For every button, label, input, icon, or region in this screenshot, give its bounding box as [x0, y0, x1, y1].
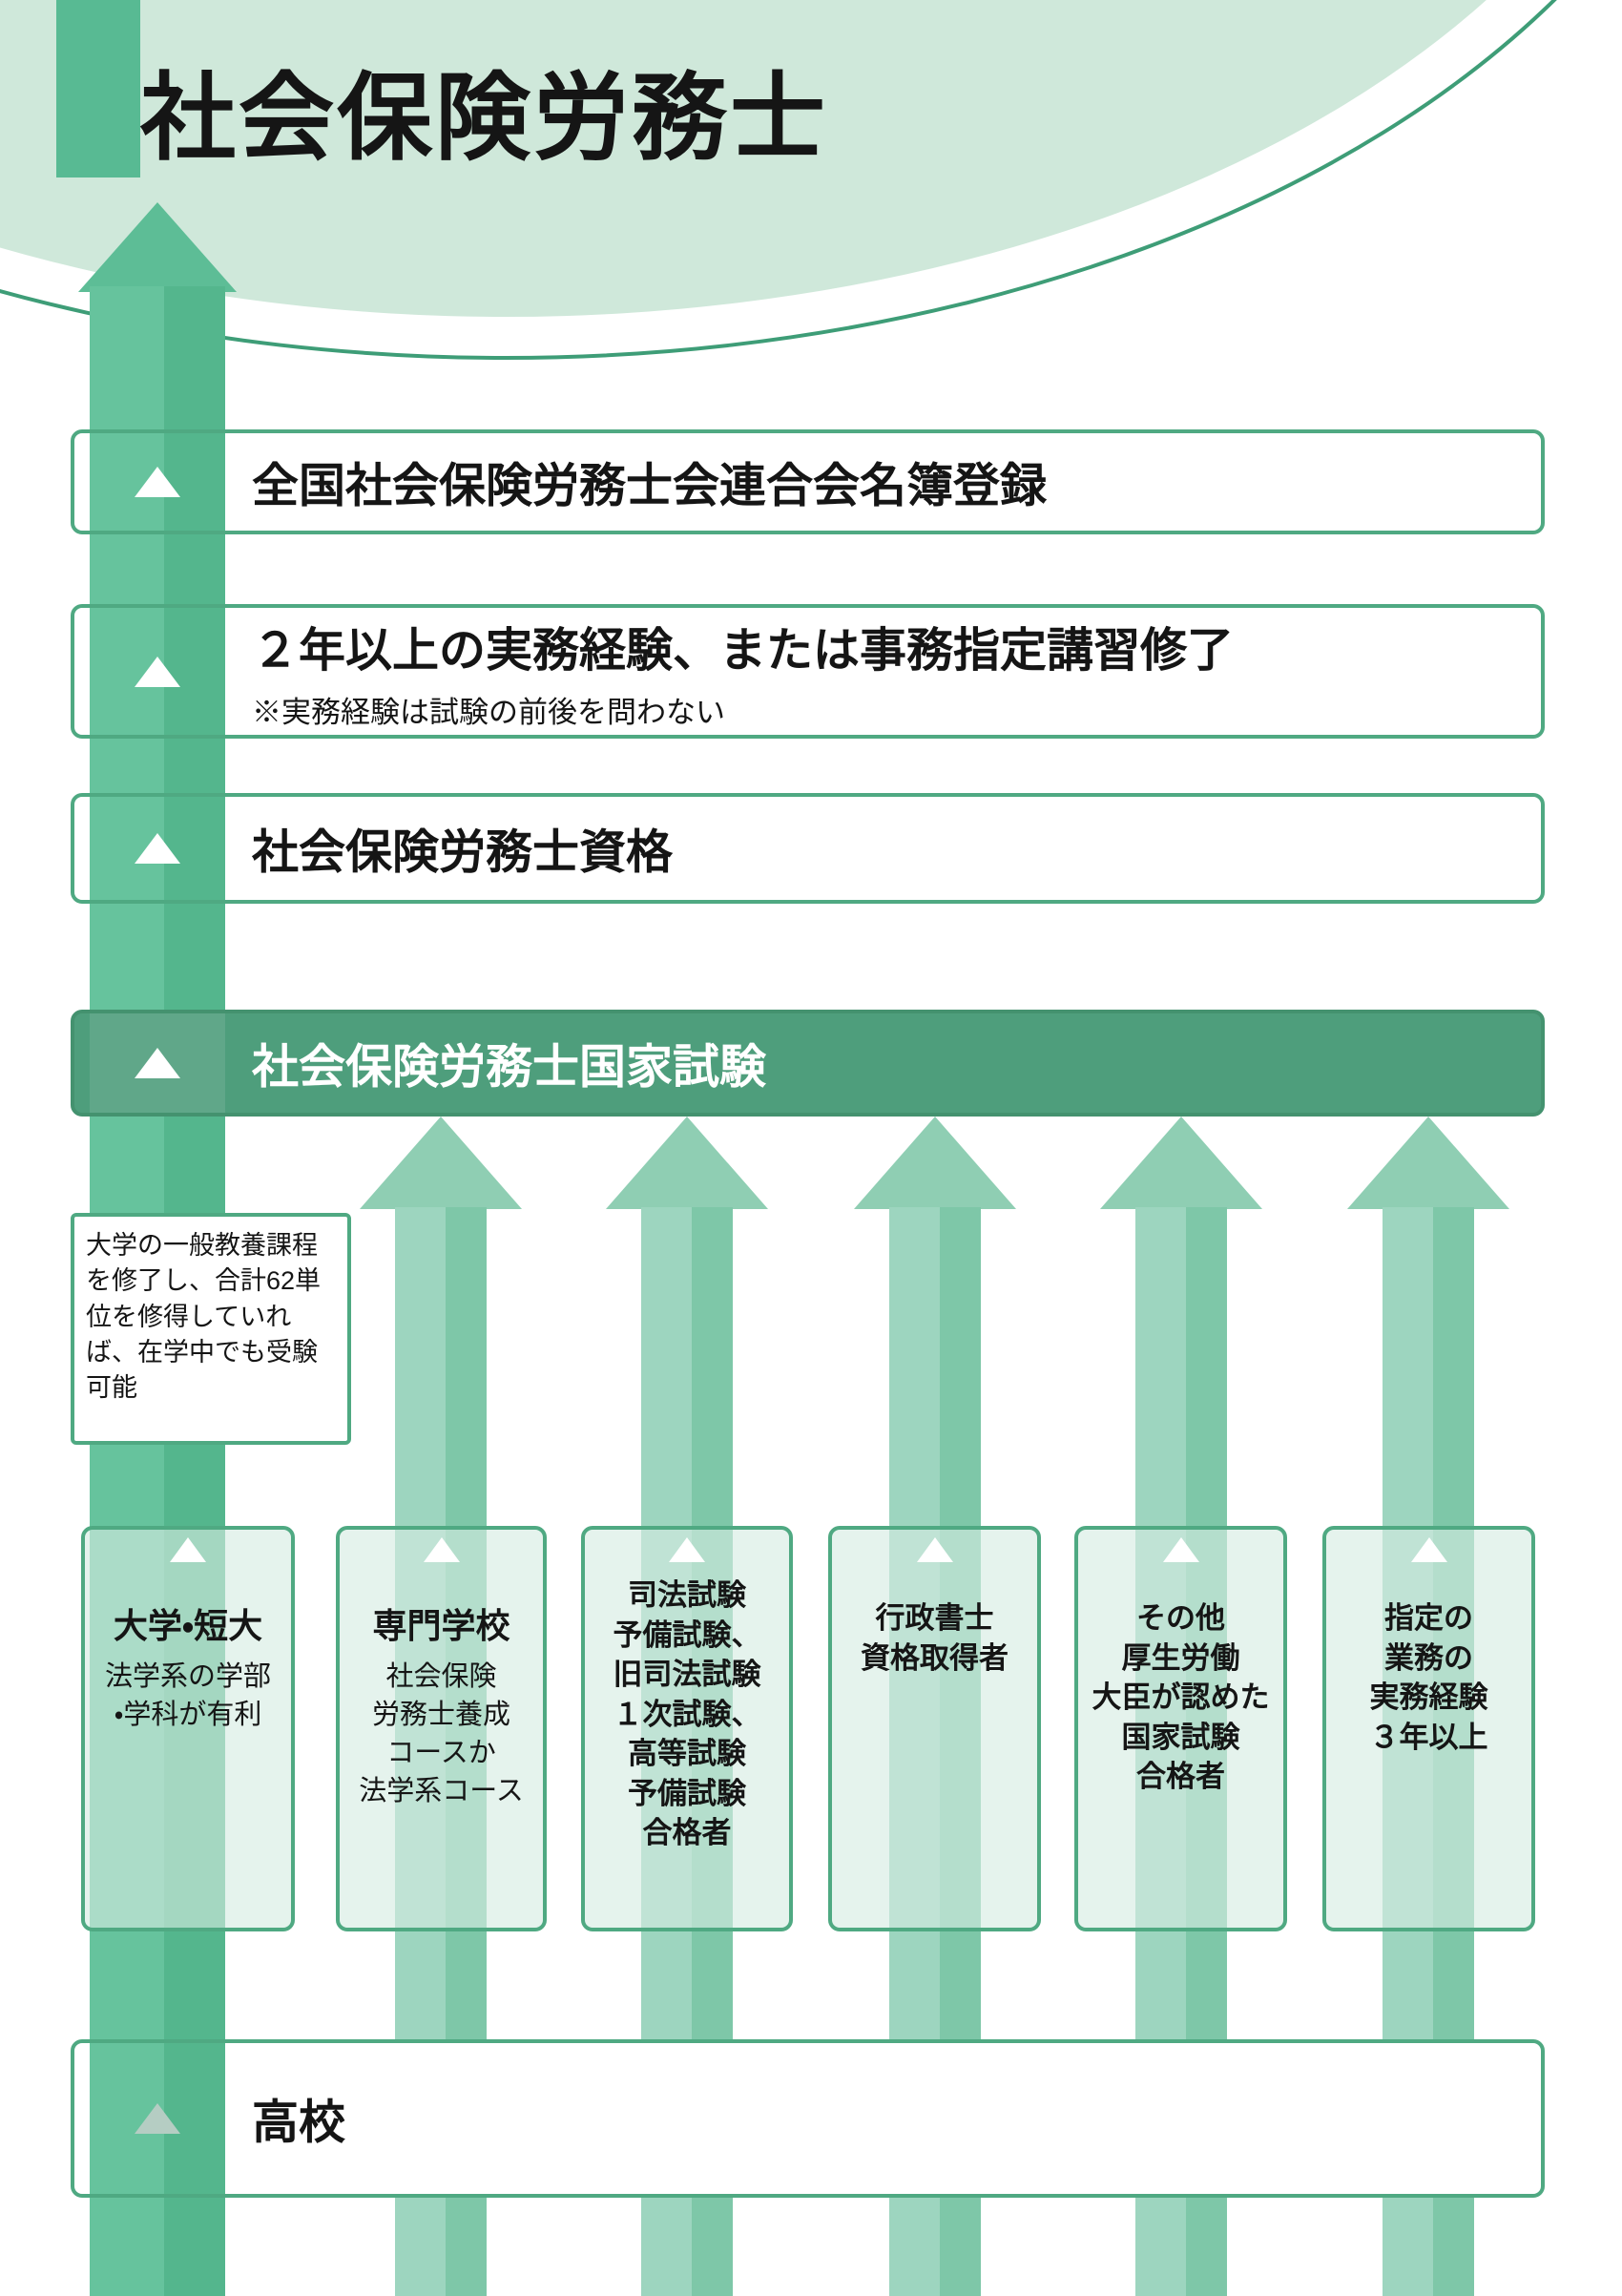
main-arrow-up-icon: [78, 202, 237, 292]
route-arrow-up-icon: [1100, 1117, 1262, 1209]
up-triangle-icon: [916, 1537, 953, 1562]
header-ribbon: [56, 0, 140, 177]
arrow-band: [90, 2043, 225, 2194]
step-label-national-exam: 社会保険労務士国家試験: [252, 1041, 767, 1094]
step-note-experience: ※実務経験は試験の前後を問わない: [252, 695, 725, 729]
route-box-gyoseishoshi: 行政書士 資格取得者: [828, 1526, 1041, 1931]
step-box-experience: ２年以上の実務経験、または事務指定講習修了 ※実務経験は試験の前後を問わない: [71, 604, 1545, 739]
step-label-highschool: 高校: [252, 2097, 346, 2149]
step-label-experience: ２年以上の実務経験、または事務指定講習修了: [252, 624, 1235, 677]
route-body: その他 厚生労働 大臣が認めた 国家試験 合格者: [1092, 1601, 1270, 1794]
route-arrow-up-icon: [360, 1117, 522, 1209]
route-arrow-up-icon: [606, 1117, 768, 1209]
step-label-registration: 全国社会保険労務士会連合会名簿登録: [252, 460, 1048, 512]
route-arrow-up-icon: [1347, 1117, 1509, 1209]
route-body: 司法試験 予備試験、 旧司法試験 １次試験、 高等試験 予備試験 合格者: [613, 1578, 761, 1850]
up-triangle-icon: [170, 1537, 206, 1562]
route-body: 指定の 業務の 実務経験 ３年以上: [1369, 1601, 1488, 1754]
step-label-qualification: 社会保険労務士資格: [252, 826, 674, 879]
route-arrow-up-icon: [854, 1117, 1016, 1209]
page-title: 社会保険労務士: [140, 66, 828, 172]
route-body: 法学系の学部 ・学科が有利: [104, 1661, 271, 1731]
route-body: 社会保険 労務士養成 コースか 法学系コース: [359, 1661, 524, 1807]
arrow-band: [90, 433, 225, 531]
up-triangle-icon: [669, 1537, 705, 1562]
route-title: 専門学校: [372, 1606, 510, 1645]
up-triangle-icon: [135, 467, 180, 497]
up-triangle-icon: [135, 833, 180, 864]
route-box-bar-exam: 司法試験 予備試験、 旧司法試験 １次試験、 高等試験 予備試験 合格者: [581, 1526, 793, 1931]
route-box-other-national-exam: その他 厚生労働 大臣が認めた 国家試験 合格者: [1074, 1526, 1287, 1931]
route-box-work-experience: 指定の 業務の 実務経験 ３年以上: [1322, 1526, 1535, 1931]
up-triangle-icon: [423, 1537, 460, 1562]
route-box-vocational-school: 専門学校 社会保険 労務士養成 コースか 法学系コース: [336, 1526, 547, 1931]
arrow-band: [90, 1013, 225, 1113]
up-triangle-icon: [135, 656, 180, 687]
step-box-qualification: 社会保険労務士資格: [71, 793, 1545, 904]
route-body: 行政書士 資格取得者: [861, 1601, 1009, 1675]
step-box-registration: 全国社会保険労務士会連合会名簿登録: [71, 429, 1545, 534]
route-box-university: 大学・短大 法学系の学部 ・学科が有利: [81, 1526, 295, 1931]
arrow-band: [90, 608, 225, 735]
up-triangle-icon: [1410, 1537, 1447, 1562]
step-box-highschool: 高校: [71, 2039, 1545, 2198]
header-decoration: [0, 0, 1557, 360]
up-triangle-icon: [1162, 1537, 1199, 1562]
arrow-band: [90, 797, 225, 900]
up-triangle-icon: [135, 1048, 180, 1078]
step-box-national-exam: 社会保険労務士国家試験: [71, 1010, 1545, 1117]
route-title: 大学・短大: [113, 1606, 263, 1645]
university-credit-note: 大学の一般教養課程を修了し、合計62単位を修得していれば、在学中でも受験可能: [71, 1213, 351, 1445]
up-triangle-icon: [135, 2103, 180, 2134]
